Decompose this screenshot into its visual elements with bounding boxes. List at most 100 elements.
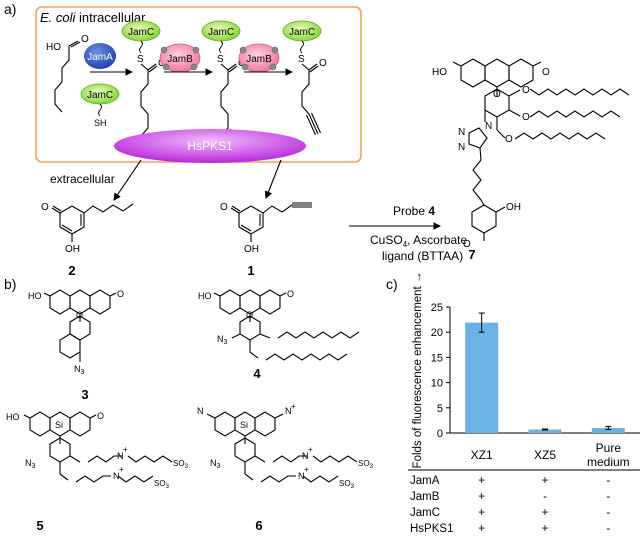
table-cell: - — [606, 523, 610, 535]
table-cell: + — [478, 475, 485, 487]
export-arrow-1 — [264, 159, 282, 200]
enzyme-hspks1-label: HsPKS1 — [187, 139, 233, 153]
y-tick-label: 15 — [431, 352, 443, 364]
compound-6-n-4: N — [298, 471, 305, 481]
panel-b: b) HO O O N3 3 — [4, 276, 374, 533]
hydroxyl-label: HO — [46, 42, 61, 53]
compound-1-o: O — [220, 202, 228, 213]
compound-6-plus-2: + — [308, 445, 313, 454]
category-label: medium — [587, 455, 630, 469]
compound-7-ho: HO — [432, 67, 447, 78]
hexanoic-acid-structure — [54, 40, 81, 113]
thioester-s-1: S — [137, 54, 144, 65]
compound-2-o: O — [41, 202, 49, 213]
compound-5-n-1: N — [117, 451, 124, 461]
enzyme-jamb-2-label: JamB — [246, 54, 272, 65]
hexenoyl-chain-2 — [220, 63, 238, 138]
compound-5-ho: HO — [6, 412, 20, 422]
compound-5-n-2: N — [113, 471, 120, 481]
compound-7-label: 7 — [468, 247, 475, 262]
enzyme-jamc-free-label: JamC — [87, 90, 113, 101]
cell-label: E. coli intracellular — [40, 10, 146, 25]
compound-3-o-2: O — [76, 310, 83, 320]
hexynoyl-chain-3 — [301, 63, 322, 136]
compound-4-structure — [213, 289, 360, 361]
carbonyl-o-label: O — [81, 34, 89, 45]
compound-6-so3-2: SO3 — [339, 479, 355, 490]
table-row-label: HsPKS1 — [410, 523, 453, 535]
table-cell: - — [543, 491, 547, 503]
compound-5-n3: N3 — [25, 458, 36, 470]
panel-a: a) E. coli intracellular HO O JamA JamC … — [4, 1, 630, 278]
compound-3-o-1: O — [117, 289, 124, 299]
compound-3-structure — [43, 289, 117, 362]
export-arrow-2 — [113, 159, 142, 201]
enzyme-jama — [84, 43, 116, 69]
table-cell: + — [478, 491, 485, 503]
thioester-s-2: S — [217, 54, 224, 65]
y-tick-label: 10 — [431, 378, 443, 390]
enzyme-jamb-1-label: JamB — [167, 54, 193, 65]
enzyme-jamc-2-label: JamC — [208, 27, 234, 38]
table-cell: + — [478, 507, 485, 519]
reagent-line-2: CuSO4, Ascorbate — [370, 233, 468, 249]
compound-6-n-2: N — [285, 406, 292, 416]
compound-6-label: 6 — [255, 518, 262, 533]
compound-6-n-3: N — [302, 451, 309, 461]
reagent-line-1: Probe 4 — [393, 204, 435, 218]
category-label: XZ1 — [471, 448, 493, 462]
compound-6-plus-3: + — [304, 465, 309, 474]
table-cell: + — [542, 475, 549, 487]
compound-6-n3: N3 — [210, 458, 221, 470]
compound-5-o-1: O — [97, 411, 104, 421]
compound-1-oh: OH — [244, 244, 259, 255]
compound-2-label: 2 — [68, 263, 75, 278]
table-row-label: JamC — [410, 507, 440, 519]
category-label: XZ5 — [534, 448, 556, 462]
compound-4-o-1: O — [287, 289, 294, 299]
compound-3-ho: HO — [28, 291, 42, 301]
enzyme-jamc-3-label: JamC — [289, 27, 315, 38]
panel-label-a: a) — [4, 1, 16, 17]
compound-7-o-1: O — [542, 67, 550, 78]
compound-7-n-2: N — [458, 127, 465, 138]
table-cell: + — [542, 507, 549, 519]
compound-1-structure — [230, 202, 312, 242]
table-cell: - — [606, 507, 610, 519]
compound-5-plus-1: + — [123, 445, 128, 454]
bar-xz5 — [528, 429, 562, 433]
compound-4-o-2: O — [246, 310, 253, 320]
bar-pure-medium — [591, 427, 625, 433]
compound-6-n-1: N — [197, 406, 204, 416]
compound-5-plus-2: + — [119, 465, 124, 474]
y-tick-label: 25 — [431, 302, 443, 314]
table-row-label: JamA — [410, 475, 440, 487]
compound-5-label: 5 — [36, 518, 43, 533]
compound-4-label: 4 — [253, 366, 261, 381]
compound-7-o-6: O — [463, 239, 471, 250]
compound-7-n-3: N — [458, 142, 465, 153]
panel-label-b: b) — [4, 276, 16, 292]
compound-6-so3-1: SO3 — [358, 459, 374, 470]
compound-7-o-5: O — [505, 134, 513, 145]
bar-xz1 — [465, 322, 499, 433]
compound-7-o-4: O — [522, 85, 530, 96]
table-cell: + — [542, 523, 549, 535]
enzyme-jamc-1-label: JamC — [128, 27, 154, 38]
compound-6-plus-1: + — [291, 402, 296, 411]
compound-4-ho: HO — [198, 291, 212, 301]
table-cell: - — [606, 491, 610, 503]
category-label: Pure — [596, 441, 622, 455]
carbonyl-o-3: O — [319, 58, 327, 69]
compound-5-so3-1: SO3 — [173, 459, 189, 470]
compound-5-so3-2: SO3 — [154, 479, 170, 490]
compound-6-si: Si — [240, 420, 248, 430]
compound-6-structure — [206, 411, 358, 483]
compound-3-n3: N3 — [74, 364, 85, 376]
y-tick-label: 20 — [431, 327, 443, 339]
reagent-line-3: ligand (BTTAA) — [382, 249, 463, 263]
enzyme-hspks1 — [114, 129, 306, 163]
